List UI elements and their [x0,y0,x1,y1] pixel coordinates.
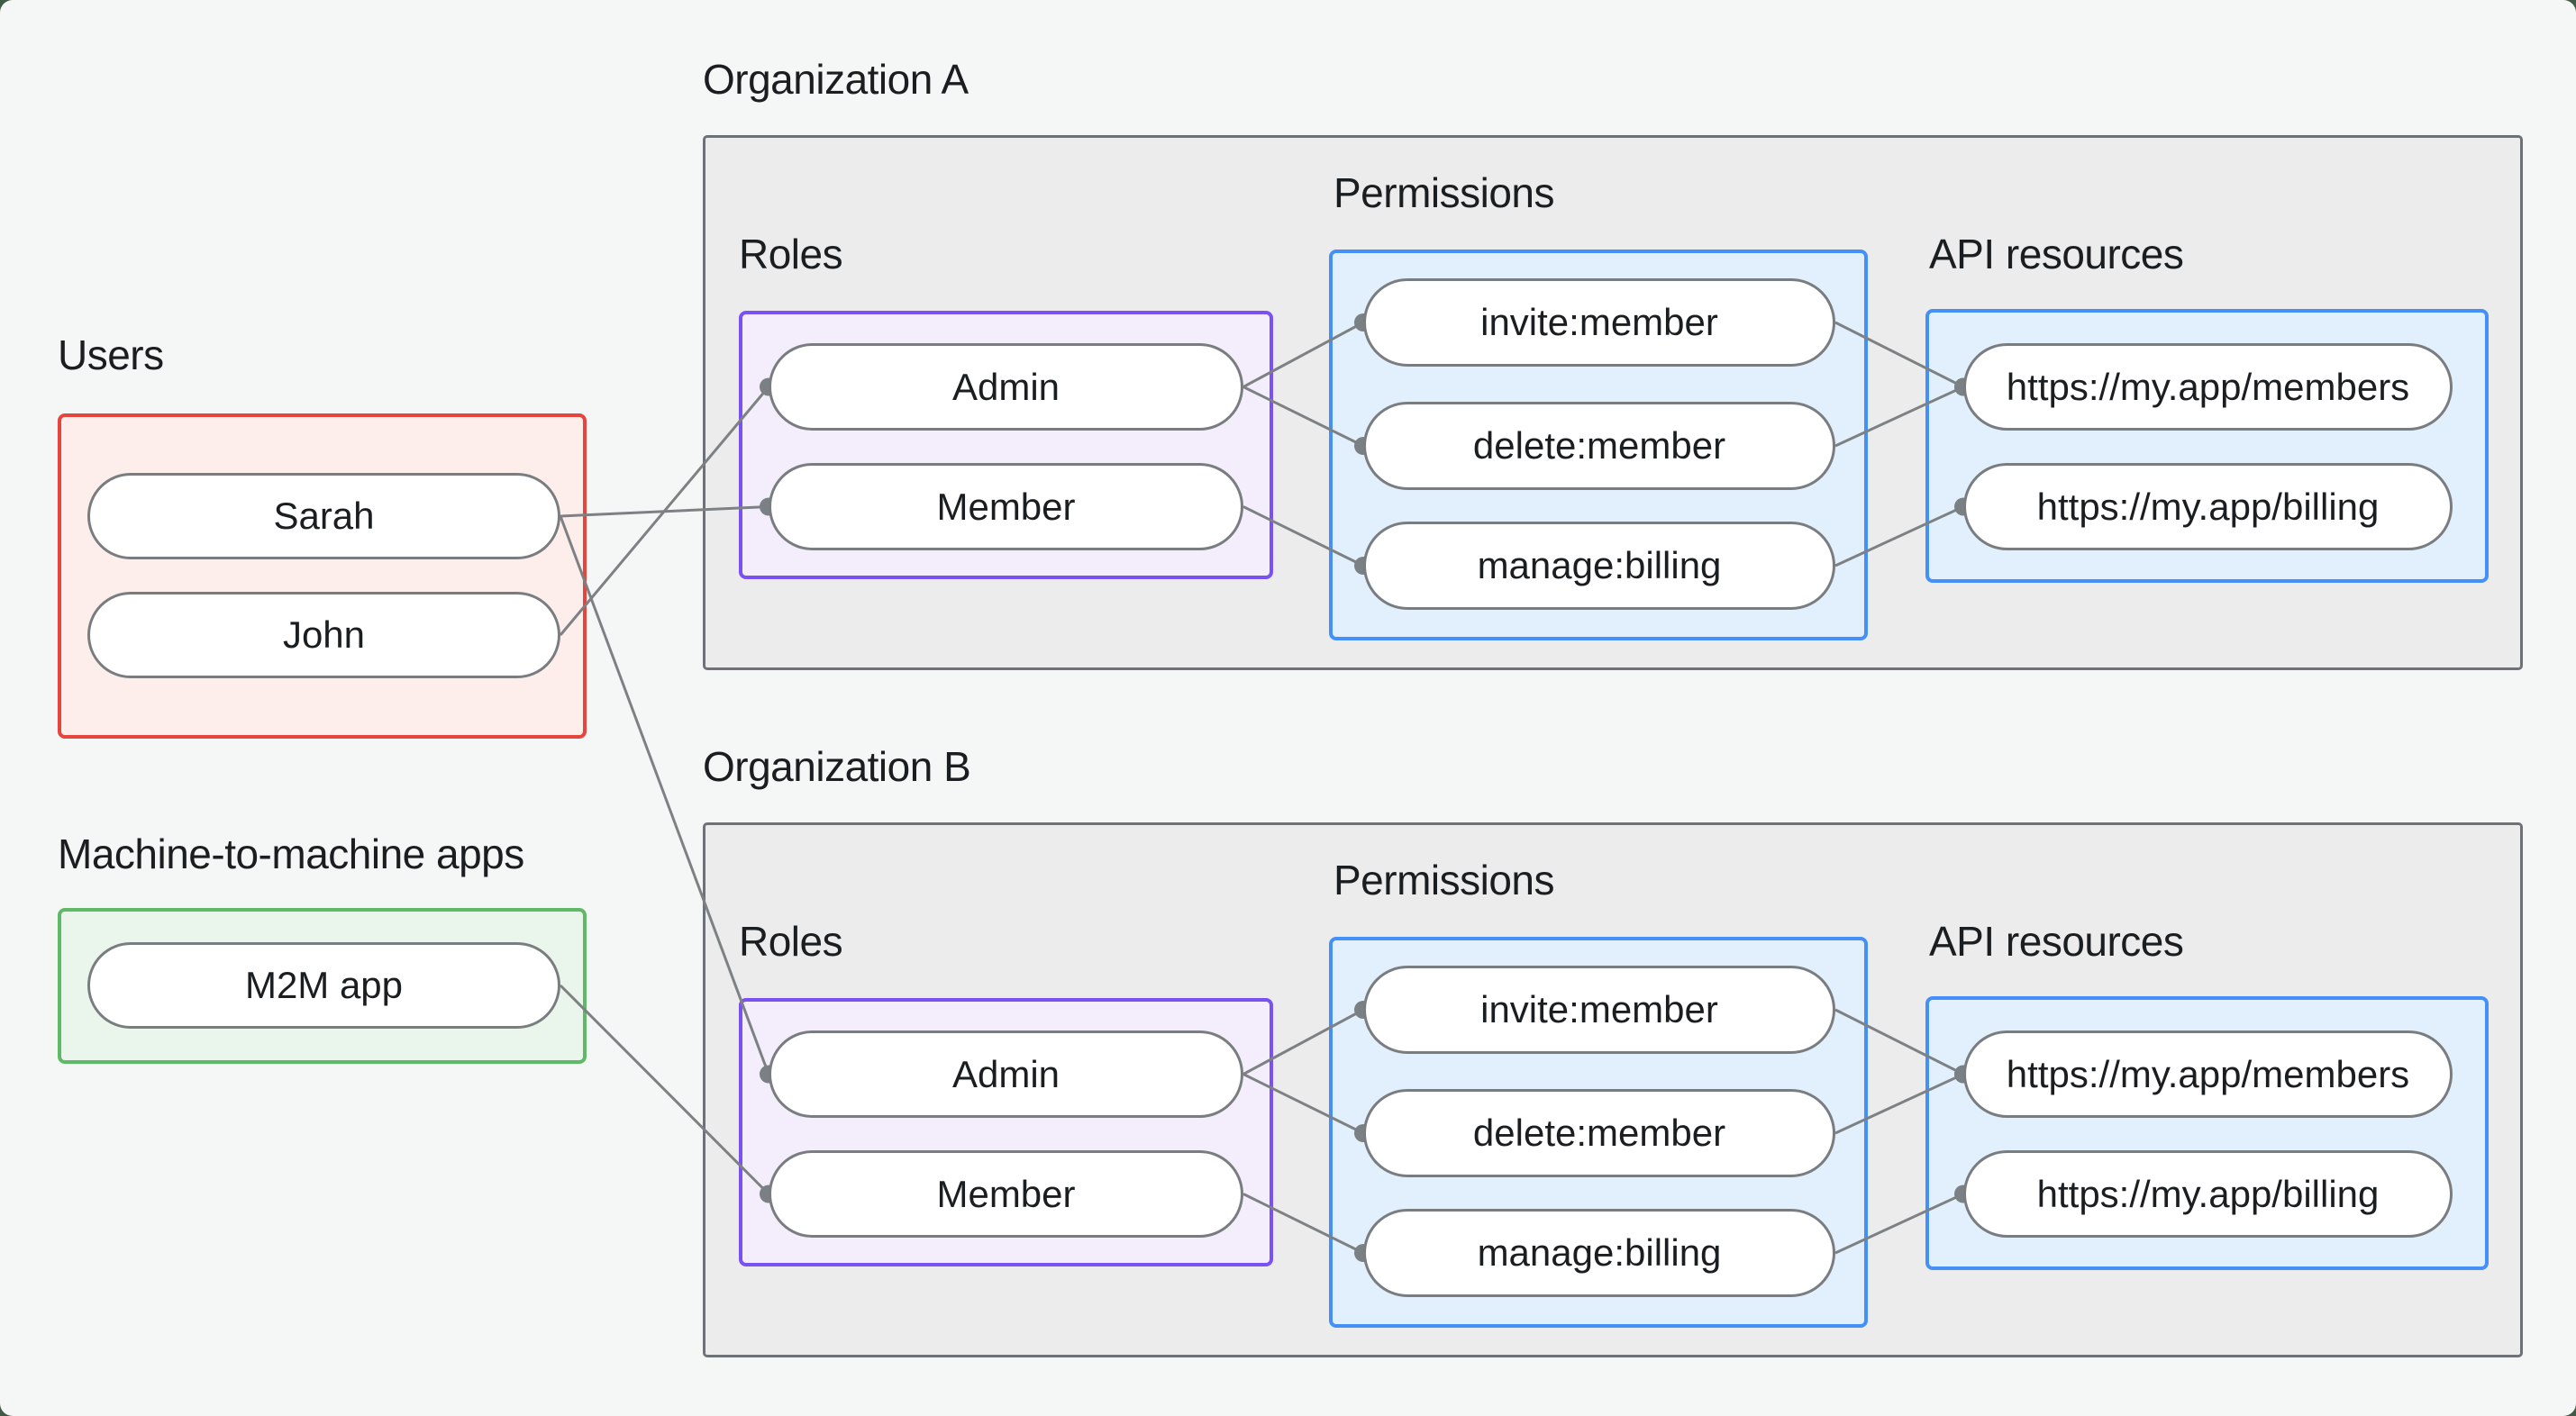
org-b-permission-manage-billing: manage:billing [1363,1209,1835,1297]
org-a-permission-delete-member: delete:member [1363,402,1835,490]
org-b-title: Organization B [703,743,971,790]
org-b-api-members: https://my.app/members [1963,1030,2453,1118]
org-a-api-resources-label: API resources [1929,231,2184,277]
org-b-api-billing: https://my.app/billing [1963,1150,2453,1238]
org-b-roles-label: Roles [739,918,843,965]
org-a-api-members: https://my.app/members [1963,343,2453,431]
user-node-sarah: Sarah [87,473,560,559]
org-a-permissions-label: Permissions [1334,169,1555,216]
users-label: Users [58,331,164,378]
org-a-role-admin: Admin [769,343,1243,431]
org-b-role-admin: Admin [769,1030,1243,1118]
org-a-role-member: Member [769,463,1243,550]
org-b-api-resources-label: API resources [1929,918,2184,965]
m2m-apps-label: Machine-to-machine apps [58,831,524,877]
org-b-permission-delete-member: delete:member [1363,1089,1835,1177]
user-node-john: John [87,592,560,678]
org-b-permissions-label: Permissions [1334,857,1555,903]
org-a-permission-manage-billing: manage:billing [1363,522,1835,610]
org-b-role-member: Member [769,1150,1243,1238]
m2m-app-node: M2M app [87,942,560,1029]
org-a-permission-invite-member: invite:member [1363,278,1835,367]
org-a-api-billing: https://my.app/billing [1963,463,2453,550]
users-group-box [58,413,587,739]
org-a-title: Organization A [703,56,969,103]
org-a-roles-label: Roles [739,231,843,277]
org-b-permission-invite-member: invite:member [1363,966,1835,1054]
